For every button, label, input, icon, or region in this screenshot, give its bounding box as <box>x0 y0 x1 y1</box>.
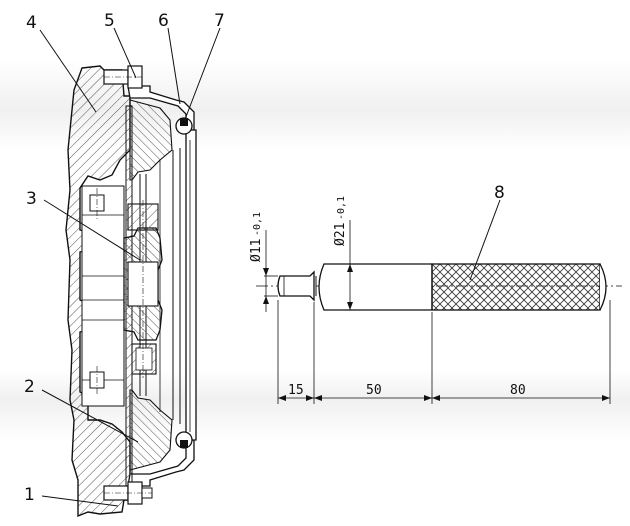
handle-shank <box>318 263 433 311</box>
callout-5: 5 <box>104 11 115 31</box>
callout-8: 8 <box>494 183 505 203</box>
callout-labels: 1 2 3 4 5 6 7 8 <box>24 11 505 505</box>
callout-7: 7 <box>214 11 225 31</box>
leader-lines <box>39 27 221 507</box>
flange-top-hatch <box>129 99 173 181</box>
dim-dia-small: Ø11 <box>249 239 264 262</box>
dim-len-15: 15 <box>288 383 304 398</box>
flange-bottom-hatch <box>129 389 173 471</box>
handle-knurl <box>431 263 601 311</box>
callout-1: 1 <box>24 485 35 505</box>
dim-len-50: 50 <box>366 383 382 398</box>
dim-dia-small-tol: -0,1 <box>252 212 263 236</box>
assembly-section-view <box>65 65 197 518</box>
dim-len-80: 80 <box>510 383 526 398</box>
dim-dia-large-tol: -0,1 <box>336 196 347 220</box>
callout-2: 2 <box>24 377 35 397</box>
callout-3: 3 <box>26 189 37 209</box>
handle-pin <box>277 270 315 302</box>
cover-right <box>185 129 197 441</box>
callout-6: 6 <box>158 11 169 31</box>
handle-part-8: Ø11 -0,1 Ø21 -0,1 15 50 80 <box>249 196 622 404</box>
callout-4: 4 <box>26 13 37 33</box>
dim-dia-large: Ø21 <box>333 223 348 246</box>
